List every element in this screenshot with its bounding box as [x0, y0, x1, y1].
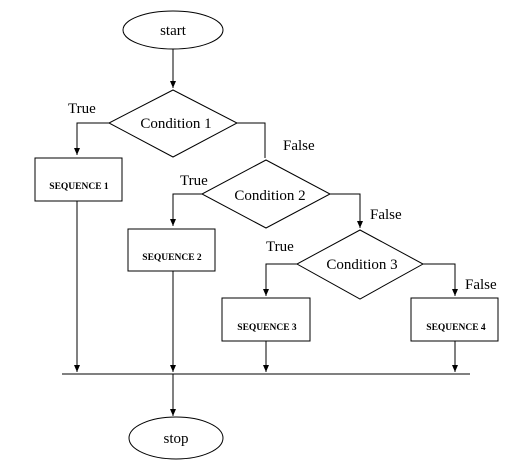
sequence-4-box [410, 297, 499, 342]
condition-3-true-label: True [266, 239, 294, 255]
sequence-3-label: SEQUENCE 3 [237, 323, 297, 333]
connector-condition-3-false [423, 263, 458, 296]
condition-3-label: Condition 3 [326, 257, 397, 273]
condition-3-decision [295, 229, 425, 300]
condition-1-true-label: True [68, 101, 96, 117]
stop-label: stop [163, 431, 188, 447]
condition-2-false-label: False [370, 207, 402, 223]
sequence-1-box [34, 157, 123, 202]
start-label: start [160, 23, 187, 39]
sequence-2-box [127, 228, 216, 272]
connector-condition-1-true [74, 122, 109, 155]
stop-terminal [128, 416, 224, 460]
sequence-4-label: SEQUENCE 4 [426, 323, 486, 333]
condition-1-false-label: False [283, 138, 315, 154]
connector-condition-3-true [263, 263, 297, 296]
connector-condition-1-false [237, 122, 266, 158]
condition-1-decision [107, 89, 239, 158]
condition-1-label: Condition 1 [140, 116, 211, 132]
sequence-2-label: SEQUENCE 2 [142, 253, 202, 263]
condition-3-false-label: False [465, 277, 497, 293]
condition-2-true-label: True [180, 173, 208, 189]
connector-condition-2-true [170, 193, 202, 226]
sequence-3-box [221, 297, 311, 342]
condition-2-label: Condition 2 [234, 188, 305, 204]
condition-2-decision [200, 159, 332, 229]
connector-condition-2-false [330, 193, 363, 228]
sequence-1-label: SEQUENCE 1 [49, 182, 109, 192]
